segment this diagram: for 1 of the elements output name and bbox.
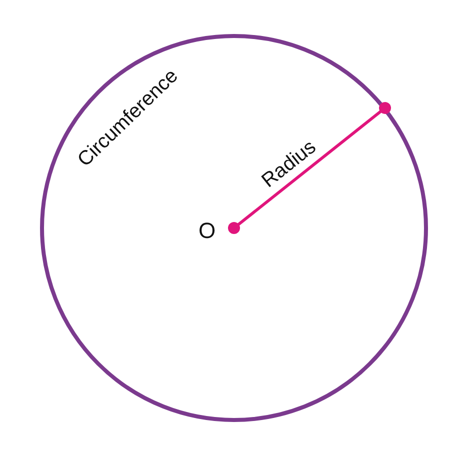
center-label: O — [198, 220, 216, 242]
